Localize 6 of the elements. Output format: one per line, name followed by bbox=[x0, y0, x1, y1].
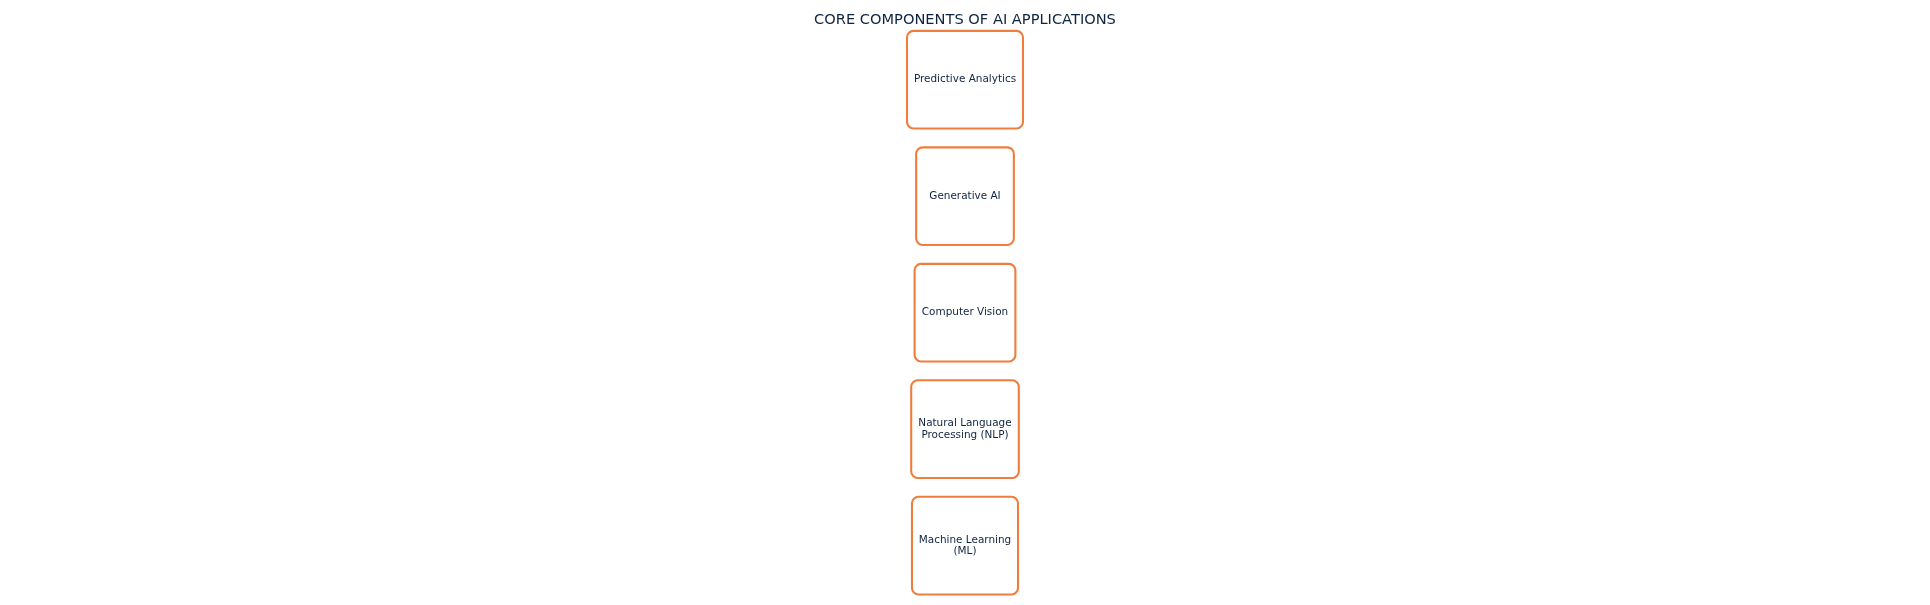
diagram-title: CORE COMPONENTS OF AI APPLICATIONS bbox=[814, 10, 1116, 28]
node-box: Predictive Analytics bbox=[905, 29, 1025, 130]
node-box: Machine Learning (ML) bbox=[910, 495, 1020, 596]
node-box: Computer Vision bbox=[913, 262, 1017, 363]
node-box: Generative AI bbox=[915, 146, 1015, 247]
node-box: Natural Language Processing (NLP) bbox=[910, 379, 1020, 480]
